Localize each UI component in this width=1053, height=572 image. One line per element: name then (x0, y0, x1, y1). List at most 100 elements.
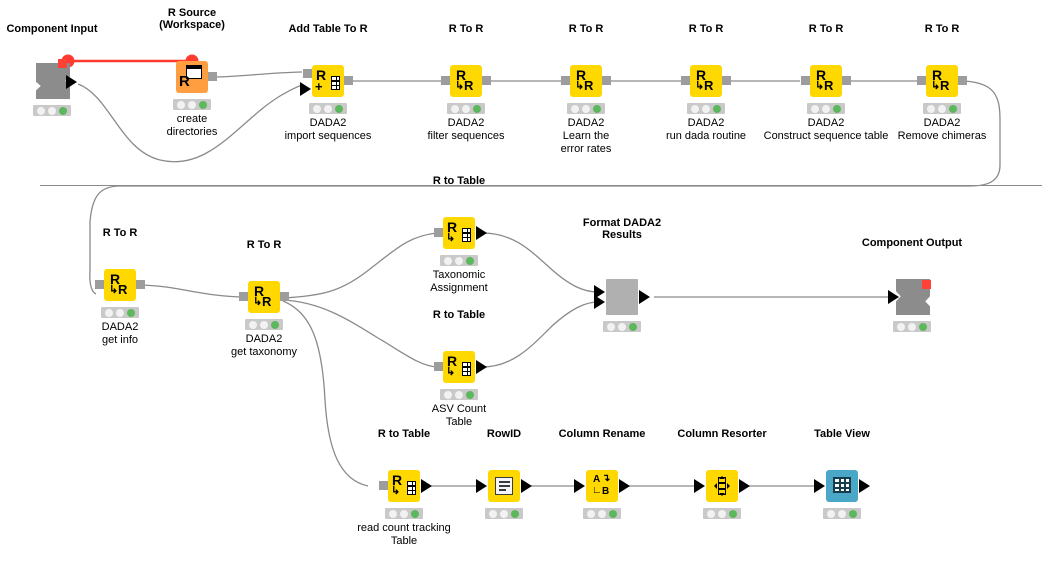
status-lamp-configured (837, 509, 846, 518)
output-port[interactable] (842, 76, 851, 85)
input-port-table-arrow[interactable] (300, 82, 311, 96)
input-port-r[interactable] (303, 69, 312, 78)
output-port-arrow[interactable] (421, 479, 432, 493)
output-port[interactable] (602, 76, 611, 85)
r-letter-glyph: R (576, 67, 587, 83)
status-lamp-idle (826, 509, 835, 518)
output-port[interactable] (344, 76, 353, 85)
output-port-arrow[interactable] (739, 479, 750, 493)
r-to-r-icon[interactable]: R ↳ R (104, 269, 136, 301)
output-port[interactable] (482, 76, 491, 85)
rename-corner-glyph: ∟ (592, 485, 602, 496)
rowid-glyph (495, 477, 513, 495)
status-bar (485, 508, 523, 519)
input-port-arrow[interactable] (814, 479, 825, 493)
status-lamp-configured (399, 509, 408, 518)
flow-variable-in-port[interactable] (922, 280, 931, 289)
node-subtitle-line-2: import sequences (284, 130, 372, 142)
r-letter-glyph: R (110, 271, 121, 287)
output-port-arrow[interactable] (521, 479, 532, 493)
resorter-glyph (714, 476, 730, 496)
input-port-2-arrow[interactable] (594, 295, 605, 309)
r-to-r-icon[interactable]: R ↳ R (450, 65, 482, 97)
r-letter-glyph-2: R (584, 78, 594, 93)
table-glyph (462, 228, 471, 242)
input-port-1-arrow[interactable] (594, 285, 605, 299)
r-letter-glyph: R (932, 67, 943, 83)
input-port[interactable] (681, 76, 690, 85)
status-bar (245, 319, 283, 330)
input-port[interactable] (434, 362, 443, 371)
arrow-down-glyph: ↳ (815, 80, 825, 92)
input-port[interactable] (561, 76, 570, 85)
input-port[interactable] (441, 76, 450, 85)
status-bar (101, 307, 139, 318)
metanode-icon[interactable] (606, 279, 638, 315)
node-subtitle-line-2: Table (445, 416, 473, 428)
output-port-arrow[interactable] (619, 479, 630, 493)
input-port-arrow[interactable] (888, 290, 899, 304)
input-port[interactable] (95, 280, 104, 289)
node-subtitle-line-1: create (176, 113, 208, 125)
status-lamp-configured (499, 509, 508, 518)
column-rename-icon[interactable]: A ↴ ∟ B (586, 470, 618, 502)
node-subtitle-line-1: DADA2 (923, 117, 961, 129)
status-lamp-executed (511, 509, 520, 518)
add-table-to-r-icon[interactable]: R + (312, 65, 344, 97)
status-lamp-idle (690, 104, 699, 113)
node-subtitle-line-2: Table (390, 535, 418, 547)
input-port-arrow[interactable] (694, 479, 705, 493)
input-port[interactable] (239, 292, 248, 301)
node-title: RowID (486, 428, 522, 440)
input-port[interactable] (801, 76, 810, 85)
status-lamp-configured (47, 106, 56, 115)
input-port-arrow[interactable] (476, 479, 487, 493)
input-port-arrow[interactable] (574, 479, 585, 493)
r-to-table-icon[interactable]: R ↳ (443, 351, 475, 383)
r-source-workspace-icon[interactable]: R (176, 61, 208, 93)
input-port[interactable] (379, 481, 388, 490)
output-port[interactable] (958, 76, 967, 85)
node-subtitle: DADA2 Learn the error rates (561, 117, 612, 156)
arrow-down-glyph: ↳ (455, 80, 465, 92)
output-port-arrow[interactable] (66, 75, 77, 89)
r-to-table-icon[interactable]: R ↳ (388, 470, 420, 502)
output-port-arrow[interactable] (476, 360, 487, 374)
r-to-r-icon[interactable]: R ↳ R (926, 65, 958, 97)
output-port-arrow[interactable] (859, 479, 870, 493)
arrow-down-glyph: ↳ (695, 80, 705, 92)
r-letter-glyph: R (456, 67, 467, 83)
output-port-arrow[interactable] (639, 290, 650, 304)
node-title: Add Table To R (288, 23, 368, 35)
r-to-r-icon[interactable]: R ↳ R (690, 65, 722, 97)
plus-glyph: + (315, 79, 323, 94)
r-to-r-icon[interactable]: R ↳ R (248, 281, 280, 313)
node-subtitle: ASV Count Table (432, 403, 486, 429)
output-port[interactable] (136, 280, 145, 289)
table-view-icon[interactable] (826, 470, 858, 502)
status-bar (440, 389, 478, 400)
r-to-table-icon[interactable]: R ↳ (443, 217, 475, 249)
input-port[interactable] (434, 228, 443, 237)
column-resorter-icon[interactable] (706, 470, 738, 502)
flow-variable-out-port[interactable] (58, 59, 67, 68)
status-lamp-idle (926, 104, 935, 113)
node-title: R To R (246, 239, 282, 251)
rowid-icon[interactable] (488, 470, 520, 502)
output-port[interactable] (208, 72, 217, 81)
status-lamp-executed (629, 322, 638, 331)
node-subtitle-line-1: DADA2 (687, 117, 725, 129)
r-to-r-icon[interactable]: R ↳ R (570, 65, 602, 97)
output-port-arrow[interactable] (476, 226, 487, 240)
status-lamp-idle (606, 322, 615, 331)
node-title: R to Table (377, 428, 431, 440)
r-to-r-icon[interactable]: R ↳ R (810, 65, 842, 97)
input-port[interactable] (917, 76, 926, 85)
status-bar (309, 103, 347, 114)
output-port[interactable] (722, 76, 731, 85)
rename-from-glyph: A (593, 474, 601, 485)
node-subtitle-line-1: read count tracking (357, 522, 451, 534)
status-lamp-executed (849, 509, 858, 518)
output-port[interactable] (280, 292, 289, 301)
